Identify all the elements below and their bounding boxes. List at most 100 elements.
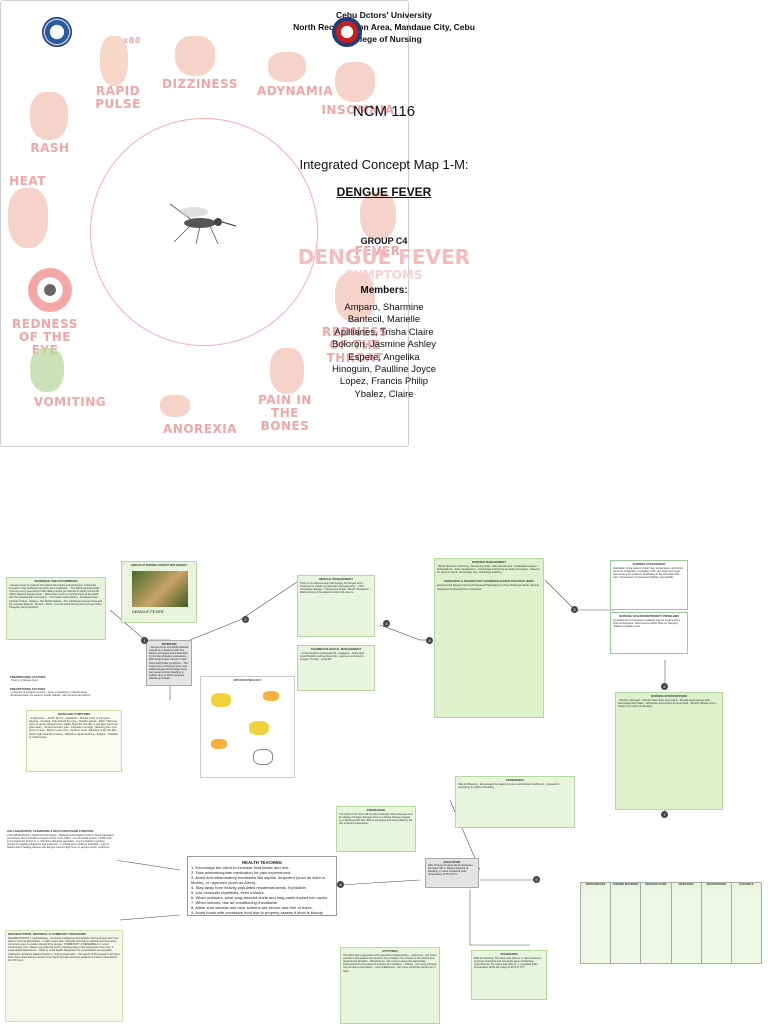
member-name: Boloron, Jasmine Ashley (331, 339, 437, 351)
nursing-seal-icon (332, 17, 362, 47)
health-item: 9. Avoid foods with excessive food dye t… (191, 910, 324, 915)
red-eye-icon (28, 268, 72, 312)
diagnosis-title: NURSING DIAGNOSIS/PRIORITY PROBLEMS (619, 614, 679, 618)
x80-label: x80 (123, 36, 141, 45)
insomnia-label: INSOMNIA (321, 103, 395, 117)
anorexia-icon (160, 395, 190, 417)
pain-bones-label: PAIN IN THE BONES (258, 393, 312, 433)
health-teaching-box: HEALTH TEACHING 1. Encourage the client … (187, 856, 337, 916)
members-label: Members: (360, 285, 408, 296)
member-name: Lopez, Francis Philip (339, 376, 429, 388)
member-name: Bantecil, Marielle (347, 314, 421, 326)
collaboration-box: COLLABORATION, TEAMWORK & MULTI-DISCIPLI… (5, 828, 117, 898)
predisposing-block: PREDISPOSING FACTORS - history of dengue… (10, 676, 100, 686)
adynamia-label: ADYNAMIA (256, 84, 334, 98)
photo-caption: DENGUE FEVER (132, 609, 164, 614)
collab-body: COLLABORATION 1. Medical Technologist - … (7, 834, 115, 850)
mosquito-photo (132, 571, 188, 607)
predisposing-title: PREDISPOSING FACTORS (10, 676, 46, 679)
evaluation-body: After 8 hours of nurse-client interactio… (428, 864, 474, 877)
bg-symptoms-title: SYMPTOMS (345, 268, 423, 282)
health-item: 3. Avoid anti-inflammatory medicines lik… (191, 875, 326, 885)
patho-title: PATHOPHYSIOLOGY (233, 678, 262, 682)
health-item: 7. When indoors, use air conditioning if… (191, 900, 278, 905)
rapid-pulse-label: RAPID PULSE (95, 84, 141, 111)
precipitating-title: PRECIPITATING FACTORS (10, 688, 46, 691)
rehab-body: REHABILITATION 1. Hydrotherapy - Exclusi… (8, 937, 120, 962)
ncp-body-row (581, 889, 761, 963)
heat-label: HEAT (9, 174, 46, 188)
redness-throat-label: REDNESS OF THE THROAT (322, 325, 388, 365)
course-code: NCM 116 (352, 103, 416, 120)
mosquito-1-icon (211, 693, 231, 707)
signs-body: - A high fever — 104°F (40°C) - Headache… (29, 717, 119, 739)
members-list: Amparo, Sharmine Bantecil, Marielle Apil… (0, 302, 768, 401)
ncp-header: RATIONALE (739, 883, 754, 886)
node-3: 3 (383, 620, 390, 627)
anorexia-label: ANOREXIA (163, 422, 237, 436)
nursing-title: NURSING MANAGEMENT (471, 560, 507, 564)
research-body: Experimental Dengue Vaccine Protects All… (437, 584, 540, 591)
nursing-diagnosis-box: NURSING DIAGNOSIS/PRIORITY PROBLEMS Hype… (610, 612, 688, 654)
pharmacological-box: PHARMACOLOGICAL MANAGEMENT - Acetaminoph… (297, 645, 375, 691)
nursing-assessment-box: NURSING ASSESSMENT Evaluation of the pat… (610, 560, 688, 610)
ncp-header: OBJECTIVES (672, 883, 702, 889)
node-5: 5 (571, 606, 578, 613)
health-item: 5. Use mosquito repellents, even indoors… (191, 890, 265, 895)
knowledge-title: KNOWLEDGE (366, 808, 386, 812)
cover-page: Cebu Dctors' University North Reclamatio… (0, 0, 768, 447)
rehab-title: REHABILITATION, REFERRAL & COMMUNITY PRO… (8, 932, 86, 936)
ncp-header-row: PROBLEM/CUES NURSING DIAGNOSIS SCIENTIFI… (581, 883, 761, 889)
nursing-management-box: NURSING MANAGEMENT - Blood pressure moni… (434, 558, 544, 718)
heat-face-icon (8, 188, 48, 248)
health-title: HEALTH TEACHING (242, 860, 282, 865)
health-item: 6. When outdoors, wear long-sleeved shir… (191, 895, 329, 900)
group-label: GROUP C4 (360, 236, 408, 246)
pulse-hand-icon (100, 36, 128, 86)
health-item: 8. Make sure window and door screens are… (191, 905, 313, 910)
ncp-header: PROBLEM/CUES (581, 883, 612, 889)
university-name: Cebu Dctors' University (335, 10, 433, 20)
human-2-icon (211, 739, 227, 749)
node-8: 8 (337, 881, 344, 888)
ncp-table: PROBLEM/CUES NURSING DIAGNOSIS SCIENTIFI… (580, 882, 762, 964)
ncp-header: INTERVENTIONS (702, 883, 732, 889)
precipitating-body: - presence of mosquito vectors - living … (10, 691, 91, 698)
photo-box: DENGUE HF NURSING CONCEPT MAP ANEMIAS DE… (121, 561, 197, 623)
pharma-body: - Acetaminophen (paracetamol) - Analgesi… (300, 652, 366, 662)
experience-body: Risk for Bleeding - Encouraged the patie… (458, 783, 560, 790)
member-name: Amparo, Sharmine (344, 302, 424, 313)
experience-box: EXPERIENCE Risk for Bleeding - Encourage… (455, 776, 575, 828)
university-seal-icon (42, 17, 72, 47)
insomnia-face-icon (335, 62, 375, 102)
definition-box: DEFINITION - Dengue fever is a febrile d… (146, 640, 192, 686)
node-4: 4 (426, 637, 433, 644)
node-2: 2 (242, 616, 249, 623)
knowledge-body: The client or the SO's will be able to i… (339, 813, 413, 826)
assessment-body: Evaluation of the patient's heart rate, … (613, 567, 683, 580)
research-title: RESEARCH & TECHNOLOGY (EVIDENCE-BASED PR… (444, 579, 534, 584)
human-1-icon (263, 691, 279, 701)
incidence-box: INCIDENCE AND OCCURRENCE - Dengue fever … (6, 577, 106, 640)
nursing-body: - Blood pressure monitoring - Monitoring… (437, 565, 540, 575)
precipitating-block: PRECIPITATING FACTORS - presence of mosq… (10, 688, 100, 704)
node-6: 6 (661, 683, 668, 690)
university-address: North Reclamation Area, Mandaue City, Ce… (293, 22, 475, 32)
nursing-interventions-box: NURSING INTERVENTIONS - Monitor vital si… (615, 692, 723, 810)
node-1: 1 (141, 637, 148, 644)
node-7: 7 (661, 811, 668, 818)
medical-body: There is no effective anti-viral therapy… (300, 582, 371, 595)
health-item: 2. Take acetaminophen medication for pai… (191, 870, 292, 875)
incidence-title: INCIDENCE AND OCCURRENCE (34, 579, 78, 583)
center-circle (90, 118, 318, 346)
definition-title: DEFINITION (161, 643, 177, 646)
standards-box: STANDARDS Risk for bleeding: The client … (471, 950, 547, 1000)
rash-icon (30, 92, 68, 140)
college-name: College of Nursing (346, 34, 422, 44)
knowledge-box: KNOWLEDGE The client or the SO's will be… (336, 806, 416, 852)
assessment-title: NURSING ASSESSMENT (632, 562, 666, 566)
pathophysiology-box: PATHOPHYSIOLOGY (200, 676, 295, 778)
experience-title: EXPERIENCE (505, 778, 525, 782)
fever-face-icon (360, 192, 396, 240)
signs-title: SIGNS AND SYMPTOMS (57, 712, 91, 716)
